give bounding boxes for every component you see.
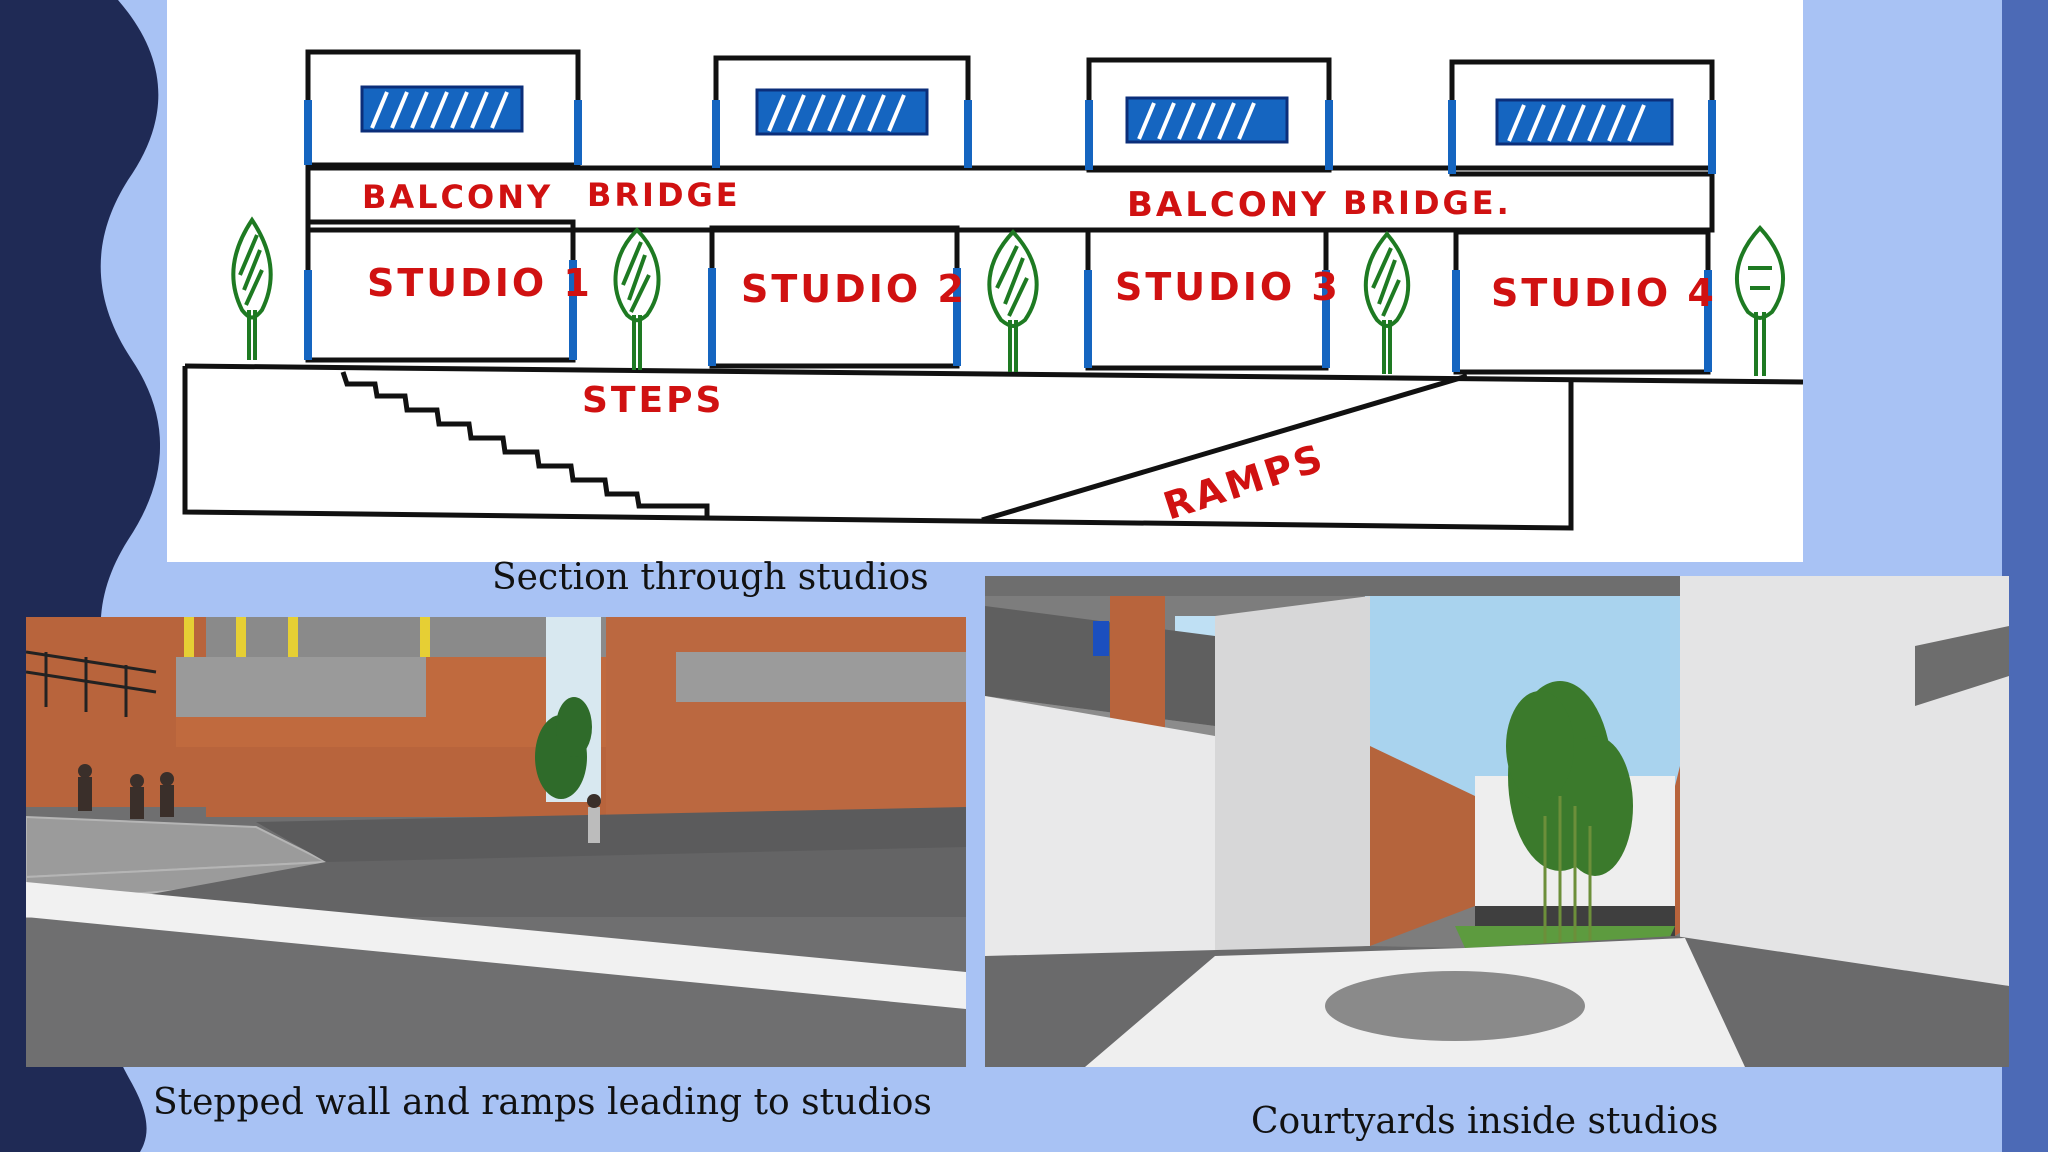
caption-stepped-wall: Stepped wall and ramps leading to studio… [153, 1082, 932, 1123]
label-studio-4: STUDIO 4 [1491, 271, 1717, 315]
section-drawing: BALCONY BRIDGE BALCONY BRIDGE. STUDIO 1 … [167, 0, 1803, 562]
label-balcony-2: BALCONY [1127, 185, 1329, 225]
caption-section: Section through studios [492, 557, 929, 598]
label-balcony-1: BALCONY [362, 178, 553, 216]
label-steps: STEPS [582, 380, 724, 421]
label-bridge-1: BRIDGE [587, 176, 741, 214]
label-studio-2: STUDIO 2 [741, 267, 967, 311]
label-ramps: RAMPS [1158, 435, 1330, 528]
label-studio-1: STUDIO 1 [367, 261, 593, 305]
label-bridge-2: BRIDGE. [1343, 184, 1512, 222]
caption-courtyard: Courtyards inside studios [1251, 1101, 1719, 1142]
label-studio-3: STUDIO 3 [1115, 265, 1341, 309]
right-decorative-band [2002, 0, 2048, 1152]
render-stepped-wall [26, 617, 966, 1067]
render-courtyard [985, 576, 2009, 1067]
